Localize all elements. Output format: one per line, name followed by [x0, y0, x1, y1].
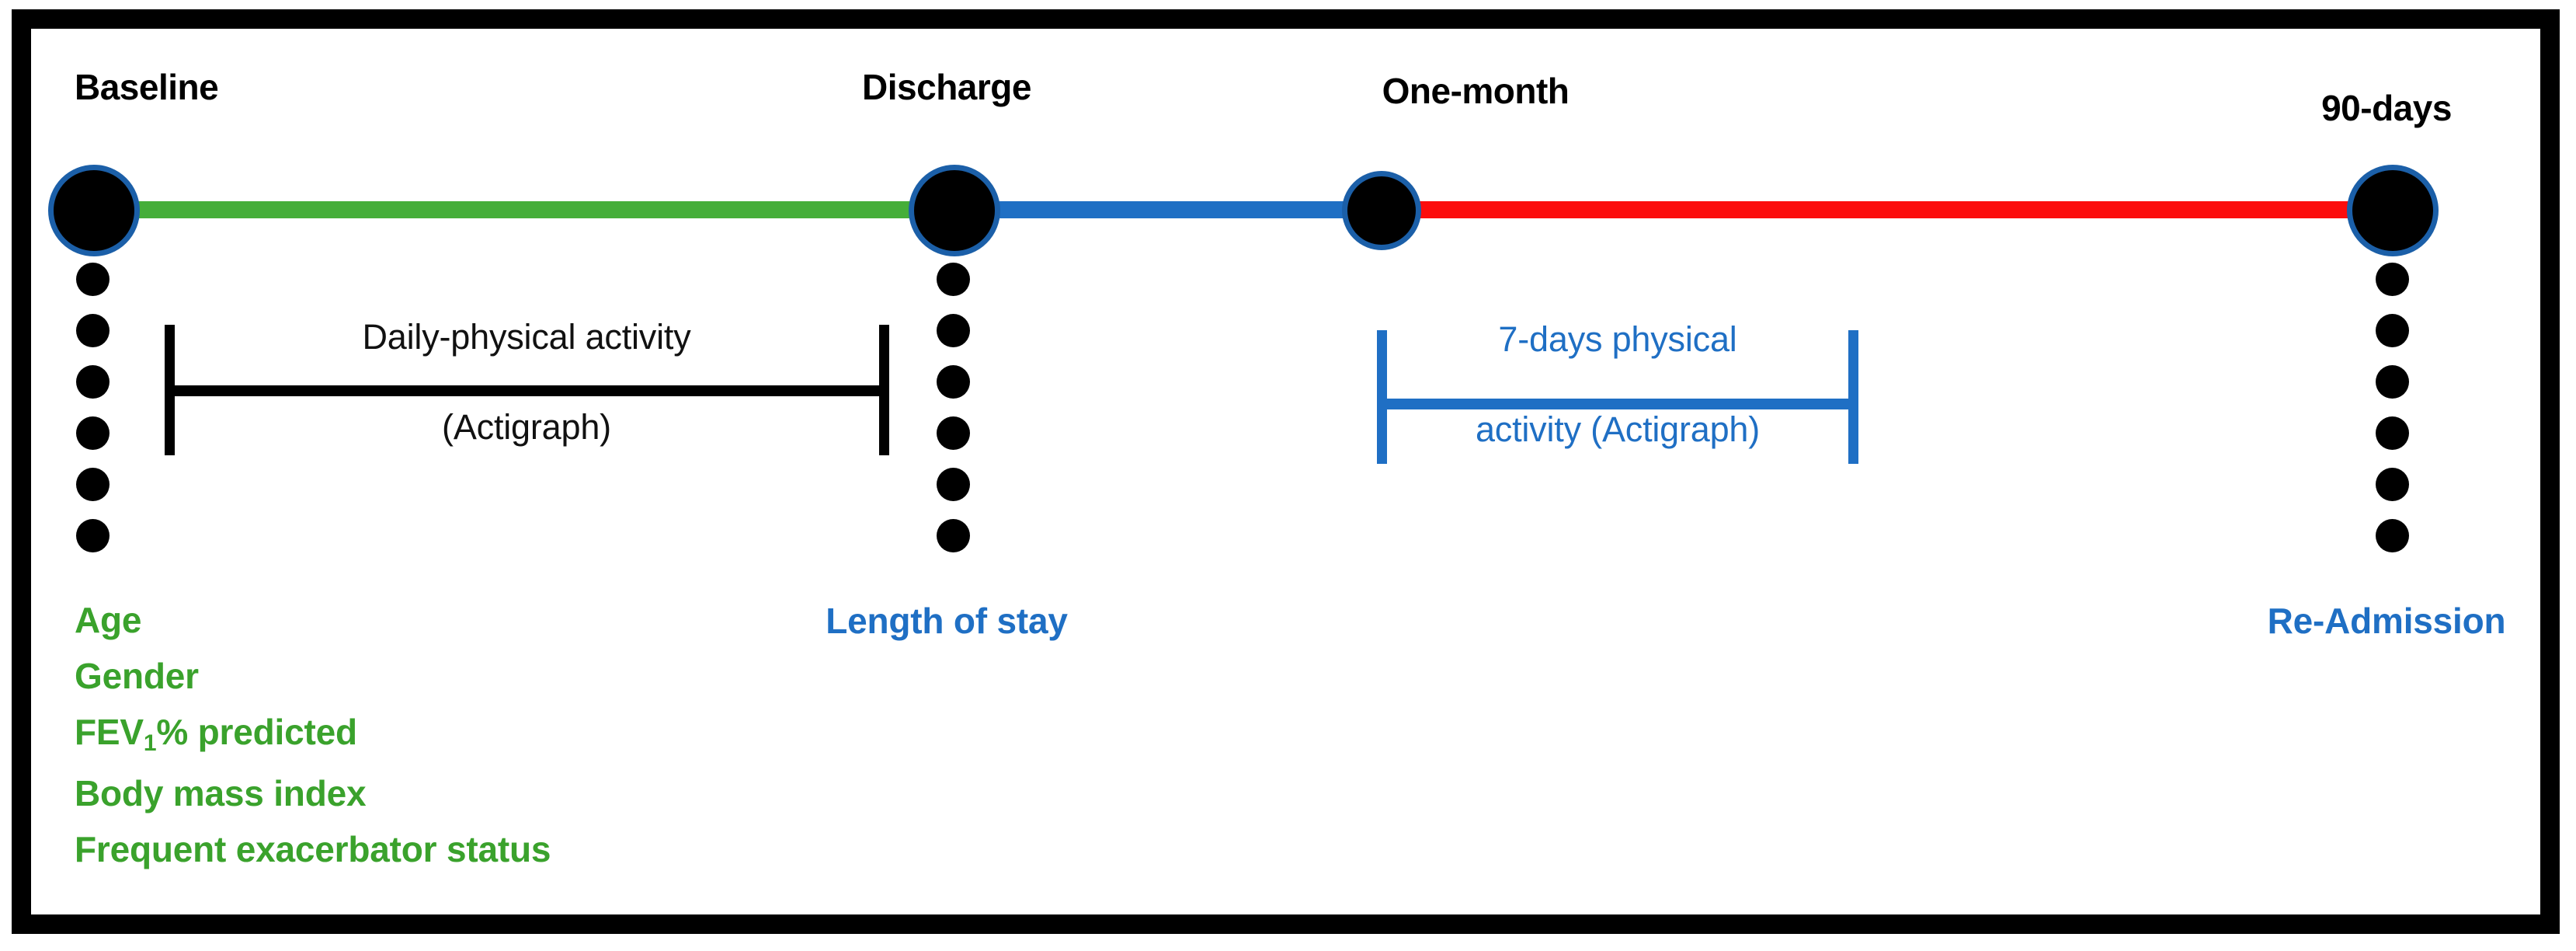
ninety-days-dot: [2376, 314, 2409, 347]
timeline-node-baseline[interactable]: [48, 165, 140, 256]
covariate-text: Gender: [75, 656, 199, 696]
bracket-label-line1: 7-days physical: [1498, 319, 1737, 359]
discharge-dot: [937, 519, 970, 552]
covariate-item-gender: Gender: [75, 648, 551, 704]
ninety-days-dot: [2376, 468, 2409, 501]
timepoint-label-one-month: One-month: [1382, 71, 1570, 111]
bracket-crossbar: [165, 385, 889, 396]
covariate-item-fev1-percent-predicted: FEV1% predicted: [75, 704, 551, 765]
covariate-text: Age: [75, 600, 142, 640]
discharge-dot: [937, 468, 970, 501]
bracket-label-line2: (Actigraph): [442, 407, 611, 447]
bracket-arm-right: [1848, 330, 1858, 464]
covariate-subscript: 1: [143, 730, 157, 756]
timepoint-label-90-days: 90-days: [2321, 88, 2452, 128]
covariate-list: Age Gender FEV1% predicted Body mass ind…: [75, 592, 551, 877]
timeline-segment-baseline-to-discharge: [93, 201, 955, 218]
timeline-segment-discharge-to-one-month: [954, 201, 1382, 218]
covariate-text: Frequent exacerbator status: [75, 829, 551, 869]
ninety-days-dot: [2376, 519, 2409, 552]
ninety-days-dot: [2376, 365, 2409, 399]
baseline-dot: [76, 416, 110, 450]
covariate-item-age: Age: [75, 592, 551, 648]
discharge-dot: [937, 263, 970, 296]
bracket-label-daily-physical-activity: Daily-physical activity (Actigraph): [255, 270, 798, 495]
bracket-daily-physical-activity: [165, 325, 889, 455]
timepoint-label-discharge: Discharge: [862, 67, 1031, 107]
bracket-arm-left: [1377, 330, 1387, 464]
covariate-text: Body mass index: [75, 773, 367, 813]
baseline-dot: [76, 263, 110, 296]
discharge-dot: [937, 314, 970, 347]
discharge-dot: [937, 365, 970, 399]
covariate-item-frequent-exacerbator-status: Frequent exacerbator status: [75, 821, 551, 877]
outcome-label-length-of-stay: Length of stay: [826, 601, 1068, 641]
baseline-dot: [76, 468, 110, 501]
covariate-text: FEV: [75, 712, 144, 752]
baseline-dot: [76, 365, 110, 399]
covariate-item-body-mass-index: Body mass index: [75, 765, 551, 821]
outcome-label-re-admission: Re-Admission: [2267, 601, 2506, 641]
bracket-label-line2: activity (Actigraph): [1475, 409, 1761, 449]
timeline-node-one-month[interactable]: [1342, 171, 1421, 250]
ninety-days-dot: [2376, 416, 2409, 450]
ninety-days-dot: [2376, 263, 2409, 296]
bracket-label-line1: Daily-physical activity: [362, 317, 691, 357]
timeline-node-discharge[interactable]: [909, 165, 1000, 256]
bracket-label-seven-days-physical-activity: 7-days physical activity (Actigraph): [1377, 272, 1858, 497]
baseline-dot: [76, 519, 110, 552]
figure-border-frame: [12, 9, 2560, 934]
bracket-crossbar: [1377, 399, 1858, 409]
baseline-dot: [76, 314, 110, 347]
bracket-seven-days-physical-activity: [1377, 330, 1858, 464]
covariate-text-suffix: % predicted: [156, 712, 357, 752]
timeline-node-90-days[interactable]: [2347, 165, 2439, 256]
timeline-segment-one-month-to-90-days: [1381, 201, 2393, 218]
discharge-dot: [937, 416, 970, 450]
timepoint-label-baseline: Baseline: [75, 67, 219, 107]
